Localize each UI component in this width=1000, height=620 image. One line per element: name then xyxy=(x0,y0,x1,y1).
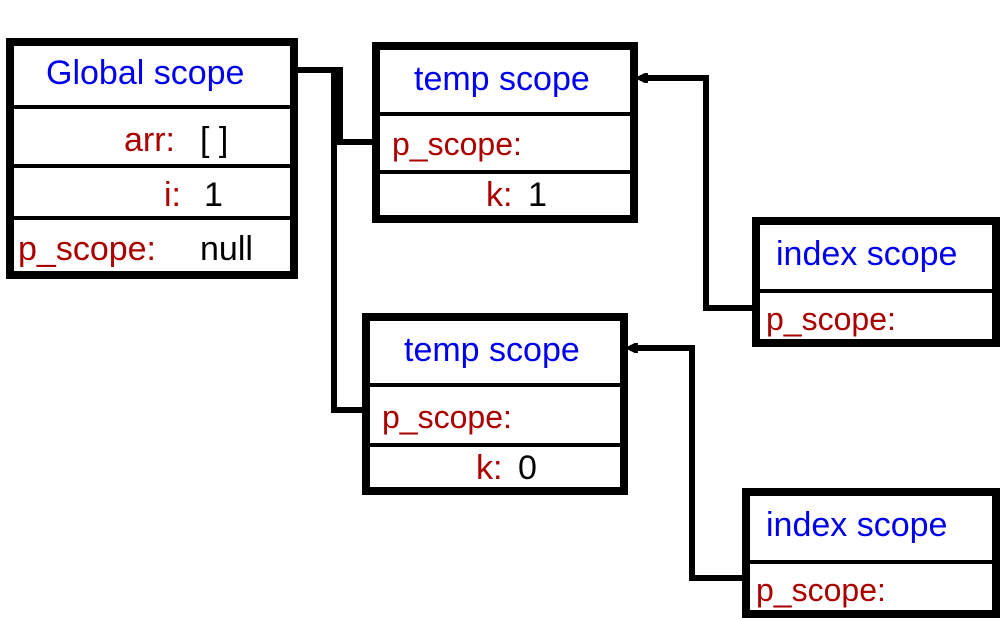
global-arr-row: arr: [ ] xyxy=(14,105,290,164)
index-scope-2-title: index scope xyxy=(766,506,948,544)
index1-p-scope-row: p_scope: xyxy=(760,289,992,341)
index2-p-scope-row: p_scope: xyxy=(750,560,992,612)
index-scope-box-2: index scope p_scope: xyxy=(742,488,1000,618)
temp1-k-label: k: xyxy=(486,176,513,214)
i-label: i: xyxy=(164,176,181,214)
index2-p-scope-label: p_scope: xyxy=(756,572,886,608)
global-p-scope-row: p_scope: null xyxy=(14,216,290,271)
i-value: 1 xyxy=(204,176,223,214)
temp-scope-box-2: temp scope p_scope: k: 0 xyxy=(362,313,628,495)
temp1-k-row: k: 1 xyxy=(380,170,630,215)
arrow-index2-to-temp2 xyxy=(630,348,746,581)
temp1-k-value: 1 xyxy=(528,176,547,214)
arr-label: arr: xyxy=(124,121,175,159)
temp1-p-scope-row: p_scope: xyxy=(380,112,630,170)
arrow-index1-to-temp1 xyxy=(640,78,756,311)
global-p-scope-value: null xyxy=(200,230,253,268)
temp2-k-value: 0 xyxy=(518,449,537,487)
global-scope-box: Global scope arr: [ ] i: 1 p_scope: null xyxy=(6,38,298,279)
temp-scope-box-1: temp scope p_scope: k: 1 xyxy=(372,42,638,223)
arrow-temp1-to-global xyxy=(286,70,376,145)
temp-scope-2-title: temp scope xyxy=(404,331,580,369)
temp2-p-scope-row: p_scope: xyxy=(370,383,620,443)
temp1-p-scope-label: p_scope: xyxy=(392,126,522,162)
global-p-scope-label: p_scope: xyxy=(18,230,156,268)
temp-scope-1-title: temp scope xyxy=(414,60,590,98)
index-scope-1-title: index scope xyxy=(776,235,958,273)
index-scope-box-1: index scope p_scope: xyxy=(752,217,1000,347)
arr-value: [ ] xyxy=(200,121,229,159)
arrow-temp2-to-global xyxy=(331,70,366,413)
temp2-k-row: k: 0 xyxy=(370,443,620,487)
index1-p-scope-label: p_scope: xyxy=(766,301,896,337)
temp2-k-label: k: xyxy=(476,449,503,487)
global-i-row: i: 1 xyxy=(14,164,290,216)
global-scope-title: Global scope xyxy=(46,54,245,92)
temp2-p-scope-label: p_scope: xyxy=(382,399,512,435)
